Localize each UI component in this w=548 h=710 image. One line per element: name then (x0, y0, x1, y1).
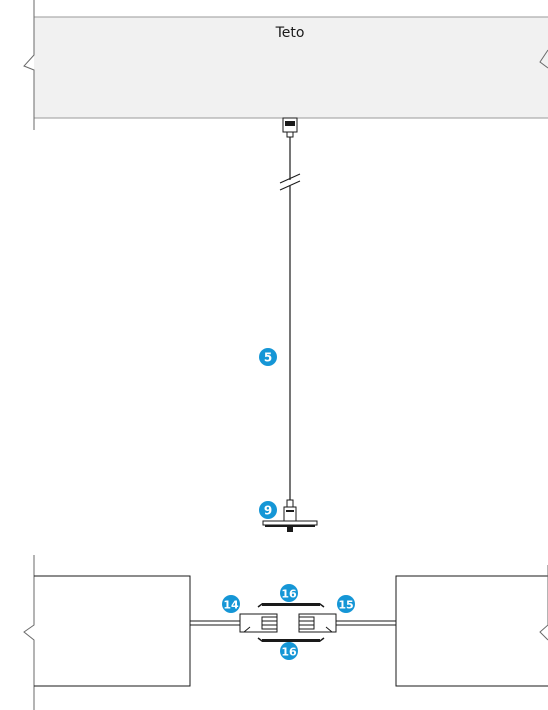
ceiling-slab: Teto (23, 0, 548, 130)
callout-badge-9: 9 (259, 501, 277, 519)
cable-gripper (262, 499, 318, 532)
callout-badge-15: 15 (337, 595, 355, 613)
right-break-line (539, 565, 548, 641)
left-profile (23, 555, 191, 710)
callout-badge-16-top: 16 (280, 584, 298, 602)
upper-clamp (257, 603, 325, 608)
callout-badge-14: 14 (222, 595, 240, 613)
callout-badge-16-bottom: 16 (280, 642, 298, 660)
left-profile-outline (34, 575, 191, 687)
ceiling-anchor (282, 117, 298, 138)
right-profile-outline (395, 575, 548, 687)
left-break-line (23, 555, 35, 710)
svg-text:16: 16 (281, 646, 297, 659)
right-connector (298, 613, 337, 633)
connector-wires (190, 620, 396, 626)
ceiling-left-break-line (23, 0, 35, 130)
svg-text:5: 5 (264, 351, 272, 365)
ceiling-right-break-line (539, 49, 548, 69)
svg-text:9: 9 (264, 504, 272, 518)
ceiling-fill (34, 17, 548, 118)
cable-break-marks (279, 173, 301, 191)
right-profile (395, 565, 548, 687)
callout-badge-5: 5 (259, 348, 277, 366)
lower-clamp (257, 637, 325, 642)
ceiling-label: Teto (275, 25, 305, 41)
svg-text:16: 16 (281, 588, 297, 601)
left-connector (239, 613, 278, 633)
svg-text:15: 15 (338, 599, 353, 612)
svg-text:14: 14 (223, 599, 239, 612)
